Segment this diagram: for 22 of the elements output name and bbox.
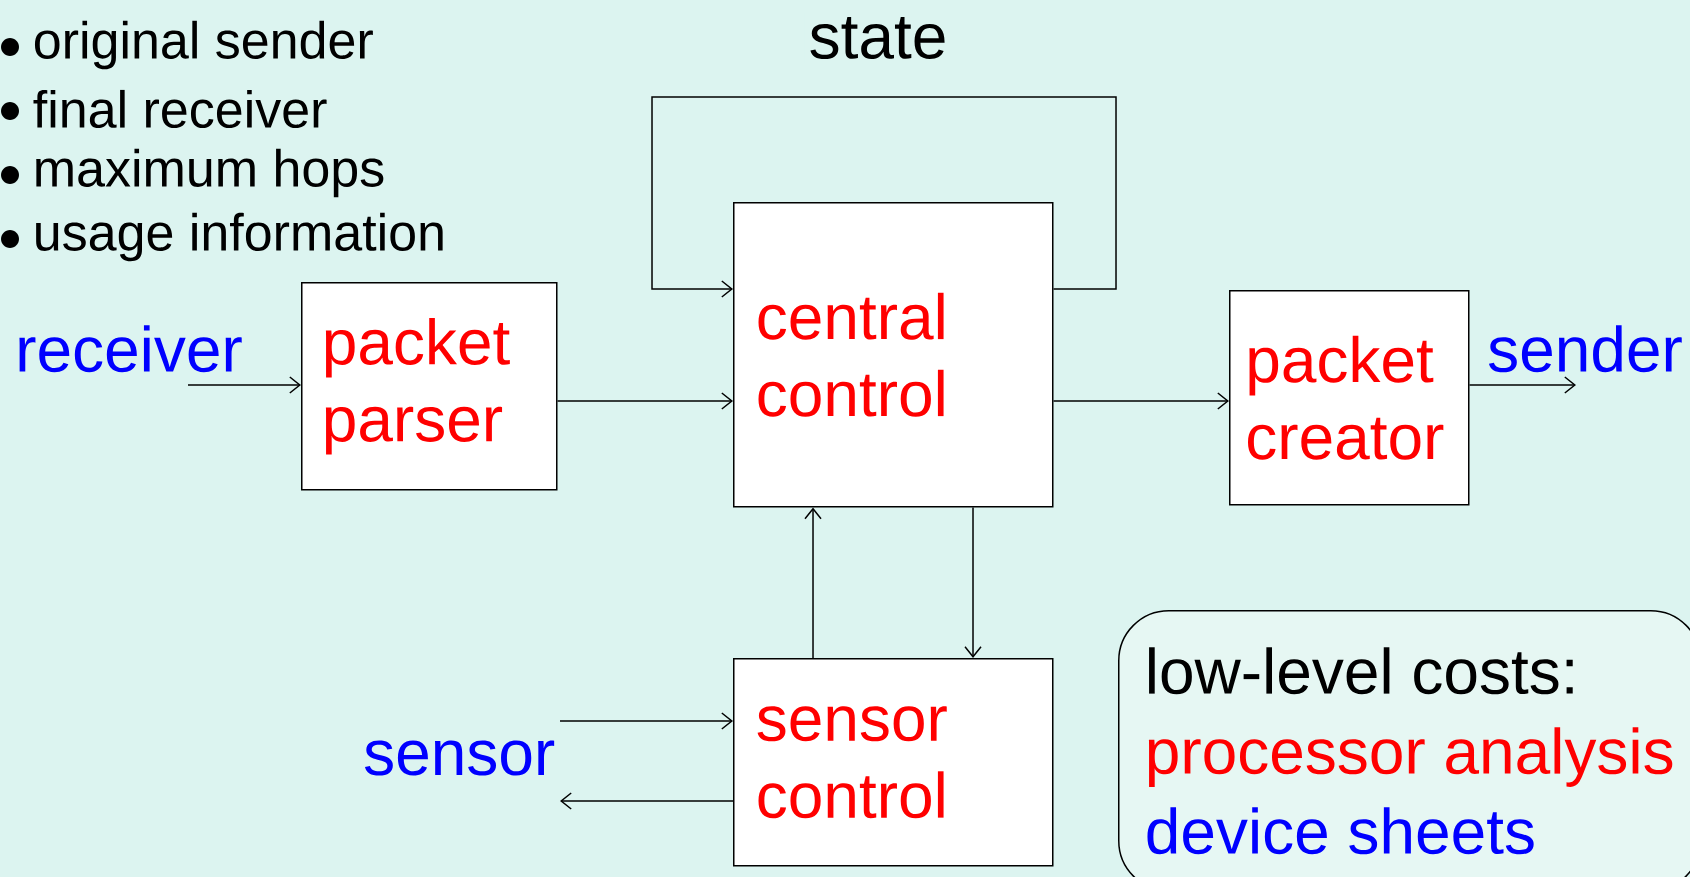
arrow <box>556 392 734 410</box>
bullet-item: usage information <box>36 212 443 262</box>
process-box: sensor control <box>733 658 1054 867</box>
arrow <box>964 506 982 658</box>
arrow <box>651 96 1117 298</box>
edge-label: state <box>804 13 952 63</box>
arrow <box>187 376 301 394</box>
bullet-item: final receiver <box>33 89 327 129</box>
process-box: packet parser <box>301 282 558 491</box>
bullet-item: original sender <box>34 20 373 70</box>
process-box: central control <box>733 202 1054 508</box>
arrow <box>1052 392 1229 410</box>
process-box: packet creator <box>1229 290 1470 506</box>
note-panel: low-level costs: processor analysis device sheets <box>1118 610 1690 877</box>
bullet-item: maximum hops <box>36 148 384 198</box>
arrow <box>804 507 822 659</box>
io-label: sensor <box>364 740 555 776</box>
arrow <box>559 712 734 730</box>
io-label: receiver <box>19 325 242 373</box>
arrow <box>1468 376 1576 394</box>
arrow <box>560 792 734 810</box>
io-label: sender <box>1488 325 1682 373</box>
